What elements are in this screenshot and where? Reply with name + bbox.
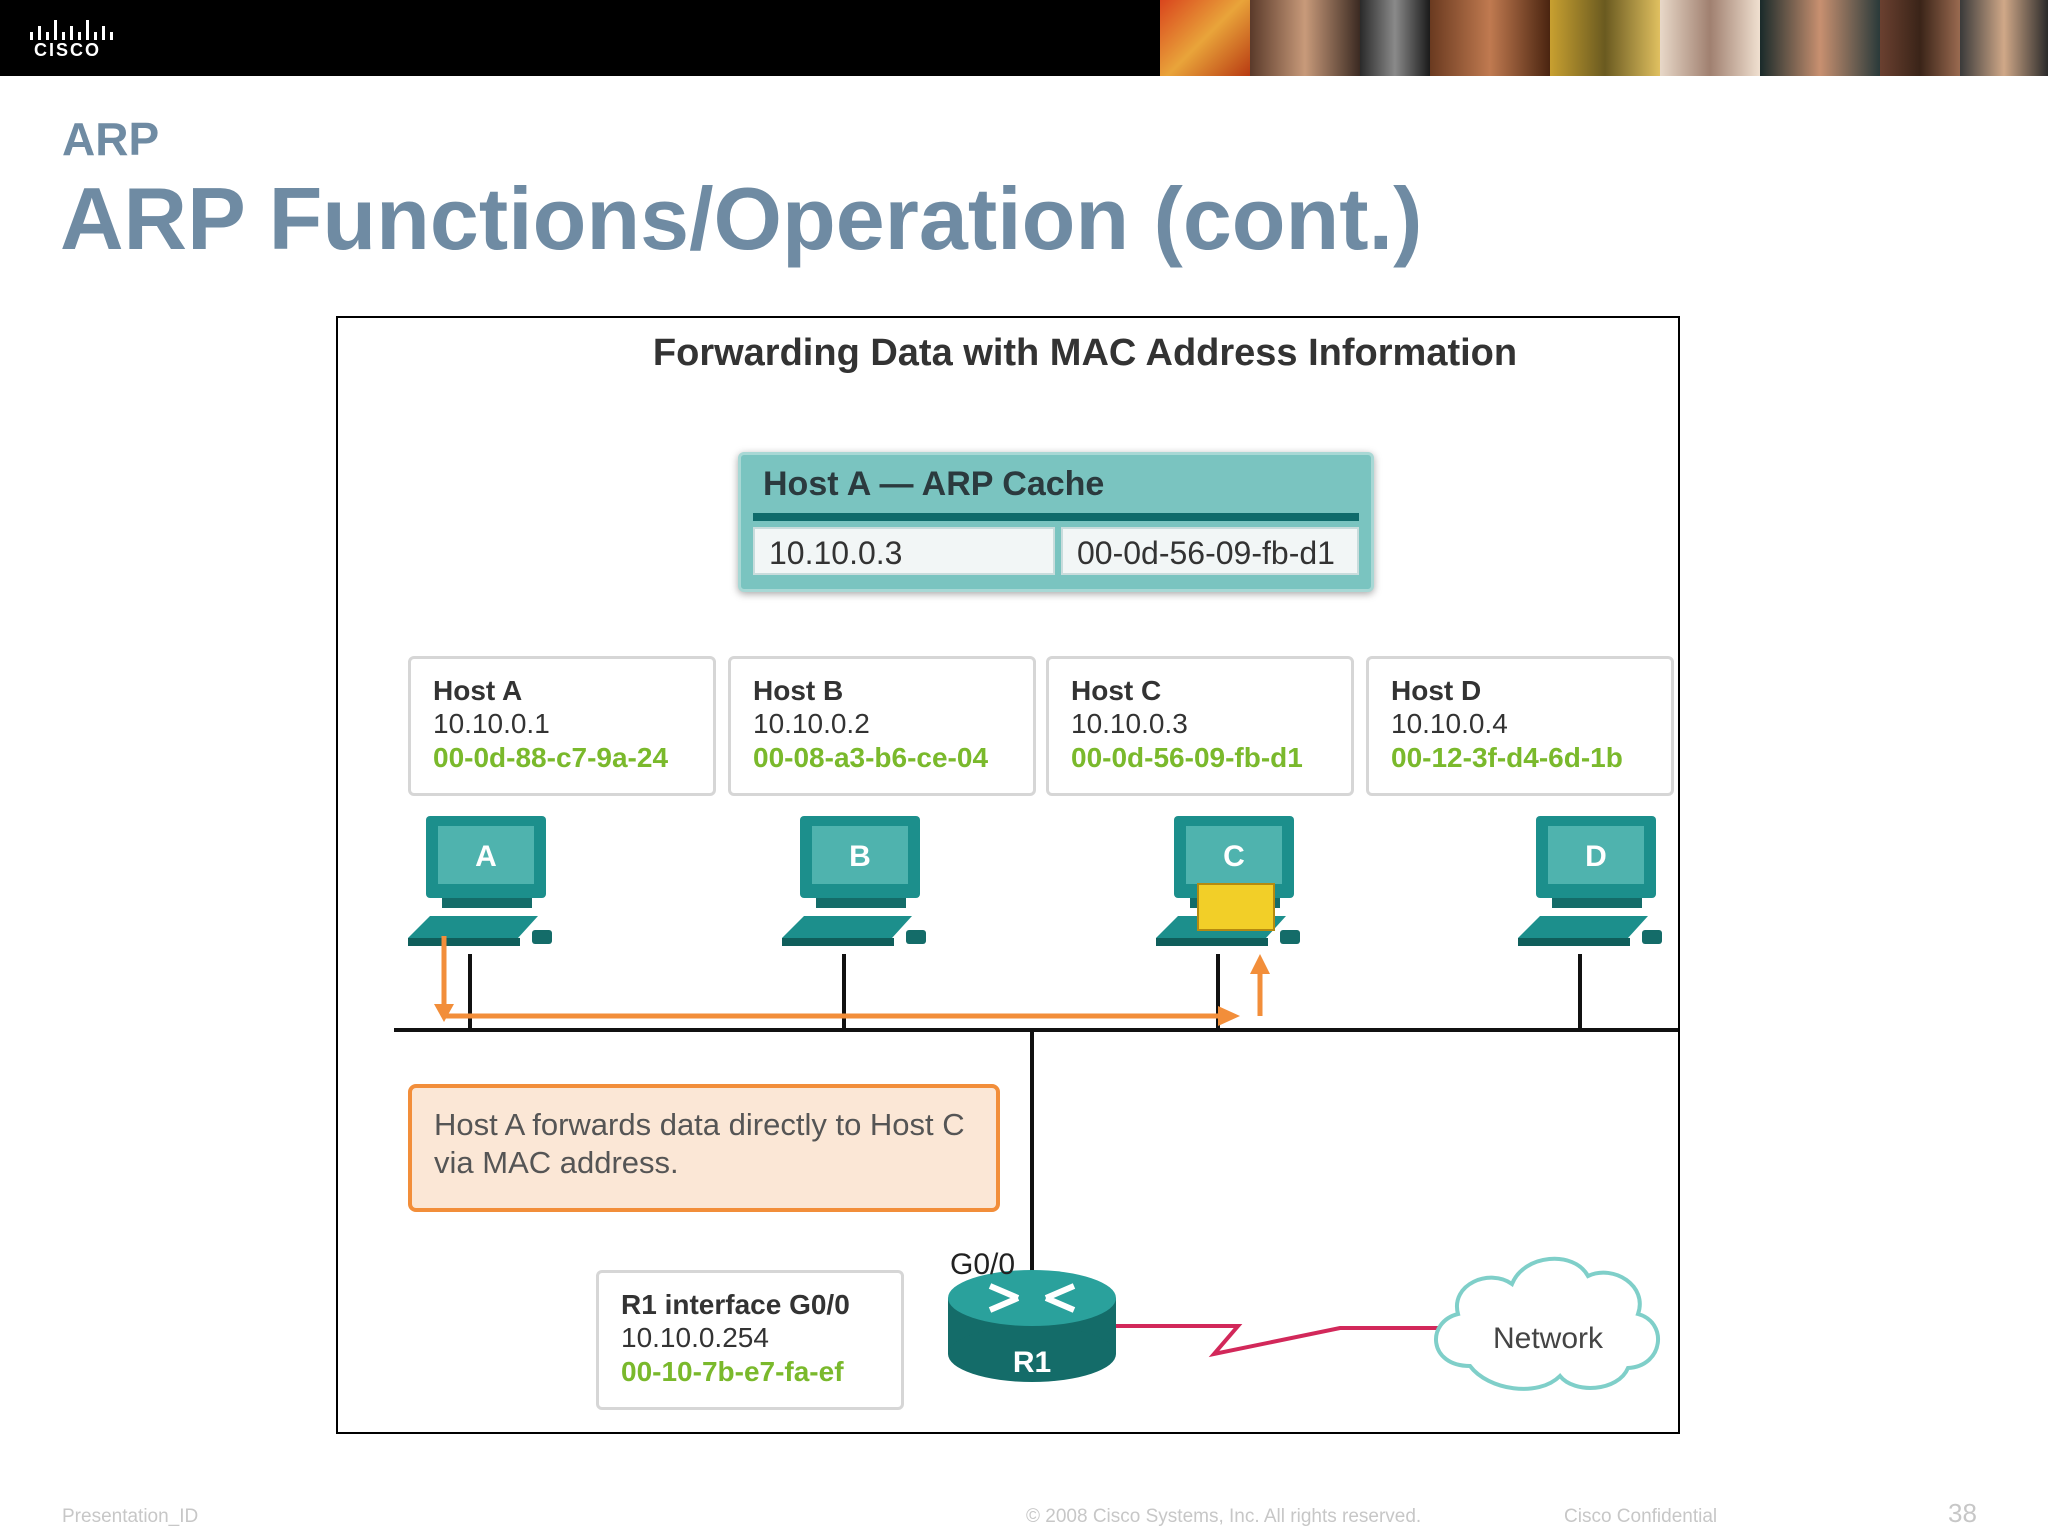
footer-copyright: © 2008 Cisco Systems, Inc. All rights re…: [1026, 1506, 1422, 1527]
explanation-callout: Host A forwards data directly to Host C …: [408, 1084, 1000, 1212]
footer-confidential: Cisco Confidential: [1564, 1506, 1718, 1527]
host-ip: 10.10.0.3: [1071, 708, 1188, 739]
page-number: 38: [1948, 1498, 1977, 1528]
router-icon: R1: [948, 1270, 1116, 1382]
arrow-head-down-icon: [434, 1004, 454, 1022]
photo-tile: [1250, 0, 1360, 76]
host-mac: 00-12-3f-d4-6d-1b: [1391, 742, 1623, 773]
arp-cache-table: Host A — ARP Cache 10.10.0.3 00-0d-56-09…: [738, 452, 1374, 592]
cisco-logo: [30, 20, 113, 40]
photo-tile: [1550, 0, 1660, 76]
arp-diagram: Forwarding Data with MAC Address Informa…: [336, 316, 1680, 1434]
host-mac: 00-0d-56-09-fb-d1: [1071, 742, 1303, 773]
network-topology: A B C D: [394, 816, 1678, 1391]
host-d-computer-icon: D: [1518, 816, 1662, 946]
router-info: R1 interface G0/0 10.10.0.254 00-10-7b-e…: [596, 1270, 904, 1410]
arp-cache-ip: 10.10.0.3: [753, 527, 1055, 575]
host-letter: A: [475, 840, 497, 873]
host-letter: C: [1223, 840, 1245, 873]
host-letter: D: [1585, 840, 1607, 873]
arrow-head-up-icon: [1250, 954, 1270, 974]
photo-tile: [1760, 0, 1880, 76]
host-name: Host B: [753, 675, 844, 706]
host-ip: 10.10.0.4: [1391, 708, 1508, 739]
host-name: Host A: [433, 675, 523, 706]
router-label: R1: [1013, 1346, 1051, 1379]
photo-tile: [1160, 0, 1250, 76]
network-cloud-icon: Network: [1434, 1256, 1661, 1391]
photo-tile: [1360, 0, 1430, 76]
photo-tile: [1660, 0, 1760, 76]
diagram-title: Forwarding Data with MAC Address Informa…: [652, 332, 1518, 374]
logo-wordmark: CISCO: [34, 40, 102, 60]
section-label: ARP: [62, 113, 160, 165]
footer-presentation-id: Presentation_ID: [62, 1506, 199, 1527]
envelope-icon: [1197, 883, 1275, 931]
host-a-info: Host A 10.10.0.1 00-0d-88-c7-9a-24: [408, 656, 716, 796]
photo-tile: [1960, 0, 2048, 76]
host-d-info: Host D 10.10.0.4 00-12-3f-d4-6d-1b: [1366, 656, 1674, 796]
host-mac: 00-08-a3-b6-ce-04: [753, 742, 989, 773]
host-ip: 10.10.0.2: [753, 708, 870, 739]
host-a-computer-icon: A: [408, 816, 552, 946]
host-b-computer-icon: B: [782, 816, 926, 946]
cloud-label: Network: [1493, 1322, 1604, 1355]
router-box-title: R1 interface G0/0: [621, 1289, 850, 1320]
photo-tile: [1880, 0, 1960, 76]
arp-cache-mac: 00-0d-56-09-fb-d1: [1061, 527, 1359, 575]
host-name: Host D: [1391, 675, 1482, 706]
host-ip: 10.10.0.1: [433, 708, 550, 739]
data-flow-arrow: [441, 936, 1263, 1019]
arp-cache-divider: [753, 513, 1359, 521]
serial-link: [1116, 1324, 1458, 1358]
photo-tile: [1430, 0, 1550, 76]
router-interface-label: G0/0: [950, 1248, 1016, 1281]
host-letter: B: [849, 840, 871, 873]
router-ip: 10.10.0.254: [621, 1322, 769, 1353]
host-c-computer-icon: C: [1156, 816, 1300, 946]
page-title: ARP Functions/Operation (cont.): [60, 169, 1423, 268]
people-photo-strip: [1160, 0, 2048, 76]
top-banner: CISCO: [0, 0, 2048, 76]
arp-cache-heading: Host A — ARP Cache: [763, 465, 1105, 503]
host-b-info: Host B 10.10.0.2 00-08-a3-b6-ce-04: [728, 656, 1036, 796]
host-c-info: Host C 10.10.0.3 00-0d-56-09-fb-d1: [1046, 656, 1354, 796]
host-name: Host C: [1071, 675, 1162, 706]
host-mac: 00-0d-88-c7-9a-24: [433, 742, 669, 773]
arrow-head-right-icon: [1218, 1006, 1240, 1026]
router-mac: 00-10-7b-e7-fa-ef: [621, 1356, 844, 1387]
